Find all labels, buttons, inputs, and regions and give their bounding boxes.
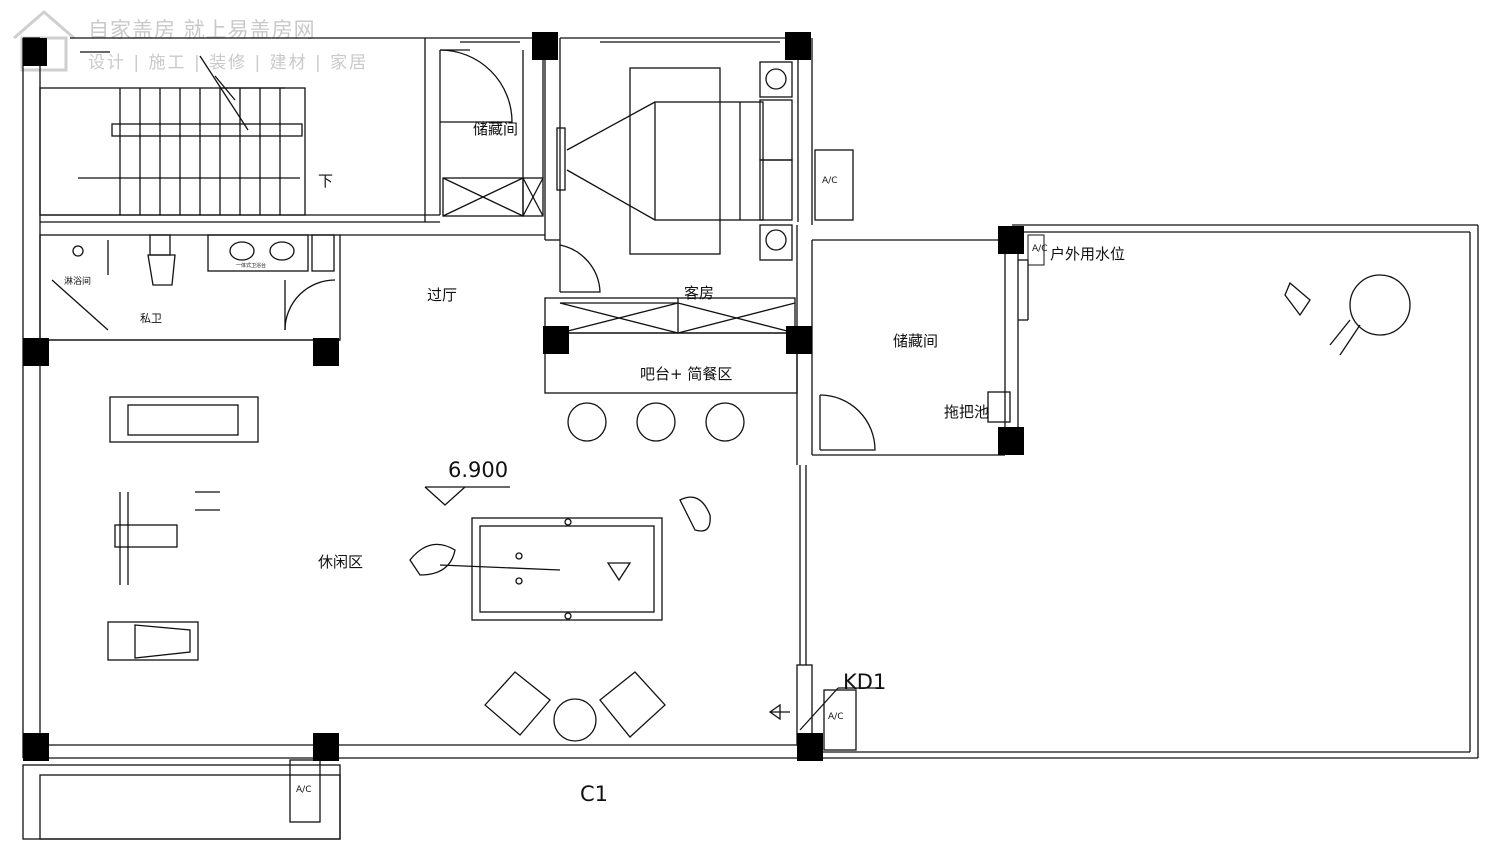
room-label-shower: 淋浴间 [64,277,92,287]
mop-sink-label: 拖把池 [944,403,990,421]
door-kd1-label: KD1 [843,670,887,694]
room-label-guest-room: 客房 [684,284,715,302]
room-label-hall: 过厅 [427,286,458,304]
ac-mark-2: A/C [828,712,844,722]
room-label-bar: 吧台+ 简餐区 [640,365,733,383]
room-label-leisure: 休闲区 [318,553,364,571]
window-c1-label: C1 [580,782,609,806]
room-label-private-bath: 私卫 [140,312,162,325]
room-label-storage-top: 储藏间 [473,120,519,138]
watermark-line2: 设计 | 施工 | 装修 | 建材 | 家居 [88,53,369,73]
ac-mark-3: A/C [296,785,312,795]
vanity-note: 一体式卫浴台 [236,263,267,269]
elevation-label: 6.900 [448,458,509,482]
outdoor-water-label: 户外用水位 [1050,245,1126,263]
ac-mark-1: A/C [822,176,838,186]
room-label-storage-right: 储藏间 [893,332,939,350]
ac-mark-4: A/C [1032,244,1048,254]
stairs-down-label: 下 [318,172,334,190]
